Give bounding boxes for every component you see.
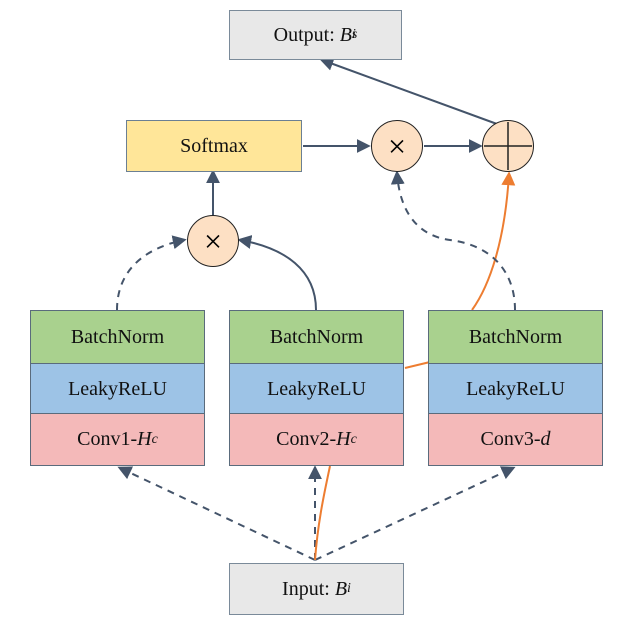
input-var: B xyxy=(334,577,348,600)
branch1-batchnorm-label: BatchNorm xyxy=(70,326,165,348)
branch3-conv: Conv3- d xyxy=(428,413,603,466)
branch1-leakyrelu-label: LeakyReLU xyxy=(68,377,167,400)
branch2-batchnorm: BatchNorm xyxy=(229,310,404,365)
branch3-to-multiply2-arrow xyxy=(390,170,516,311)
branch1-conv: Conv1- H c xyxy=(30,413,205,466)
branch2-conv-sub: c xyxy=(350,431,357,447)
output-sub: i xyxy=(352,27,356,42)
branch2-leakyrelu-label: LeakyReLU xyxy=(267,377,366,400)
multiply-operator-2: × xyxy=(371,120,423,172)
branch2-conv-prefix: Conv2- xyxy=(276,428,337,450)
branch3-leakyrelu: LeakyReLU xyxy=(428,363,603,415)
branch2-conv-var: H xyxy=(336,428,351,450)
branch2-conv: Conv2- H c xyxy=(229,413,404,466)
branch3-batchnorm: BatchNorm xyxy=(428,310,603,365)
branch1-leakyrelu: LeakyReLU xyxy=(30,363,205,415)
multiply-icon: × xyxy=(387,128,407,164)
residual-path xyxy=(314,174,509,561)
branch2-leakyrelu: LeakyReLU xyxy=(229,363,404,415)
branch3-leakyrelu-label: LeakyReLU xyxy=(466,377,565,400)
output-var: B xyxy=(339,23,352,46)
softmax-box: Softmax xyxy=(126,120,302,172)
branch2-to-multiply-arrow xyxy=(237,235,317,311)
branch1-batchnorm: BatchNorm xyxy=(30,310,205,365)
input-prefix: Input: xyxy=(282,577,335,600)
branch3-conv-var: d xyxy=(540,428,551,450)
branch1-to-multiply-arrow xyxy=(116,235,187,311)
circled-plus-icon xyxy=(483,121,532,170)
branch3-batchnorm-label: BatchNorm xyxy=(468,326,563,348)
input-to-conv3-arrow xyxy=(314,466,516,561)
branch1-conv-sub: c xyxy=(151,431,158,447)
multiply-icon: × xyxy=(203,223,223,259)
branch1-conv-var: H xyxy=(137,428,152,450)
branch1-conv-prefix: Conv1- xyxy=(77,428,138,450)
add-to-output-arrow xyxy=(319,57,498,125)
add-operator xyxy=(482,120,534,172)
branch2-batchnorm-label: BatchNorm xyxy=(269,326,364,348)
input-box: Input: B i xyxy=(229,563,404,615)
output-prefix: Output: xyxy=(273,23,340,46)
input-sub: i xyxy=(347,581,351,596)
input-to-conv1-arrow xyxy=(117,466,316,561)
multiply-operator-1: × xyxy=(187,215,239,267)
softmax-label: Softmax xyxy=(180,134,248,157)
branch3-conv-prefix: Conv3- xyxy=(480,428,541,450)
output-sup: s xyxy=(351,27,358,42)
output-box: Output: B i s xyxy=(229,10,402,60)
